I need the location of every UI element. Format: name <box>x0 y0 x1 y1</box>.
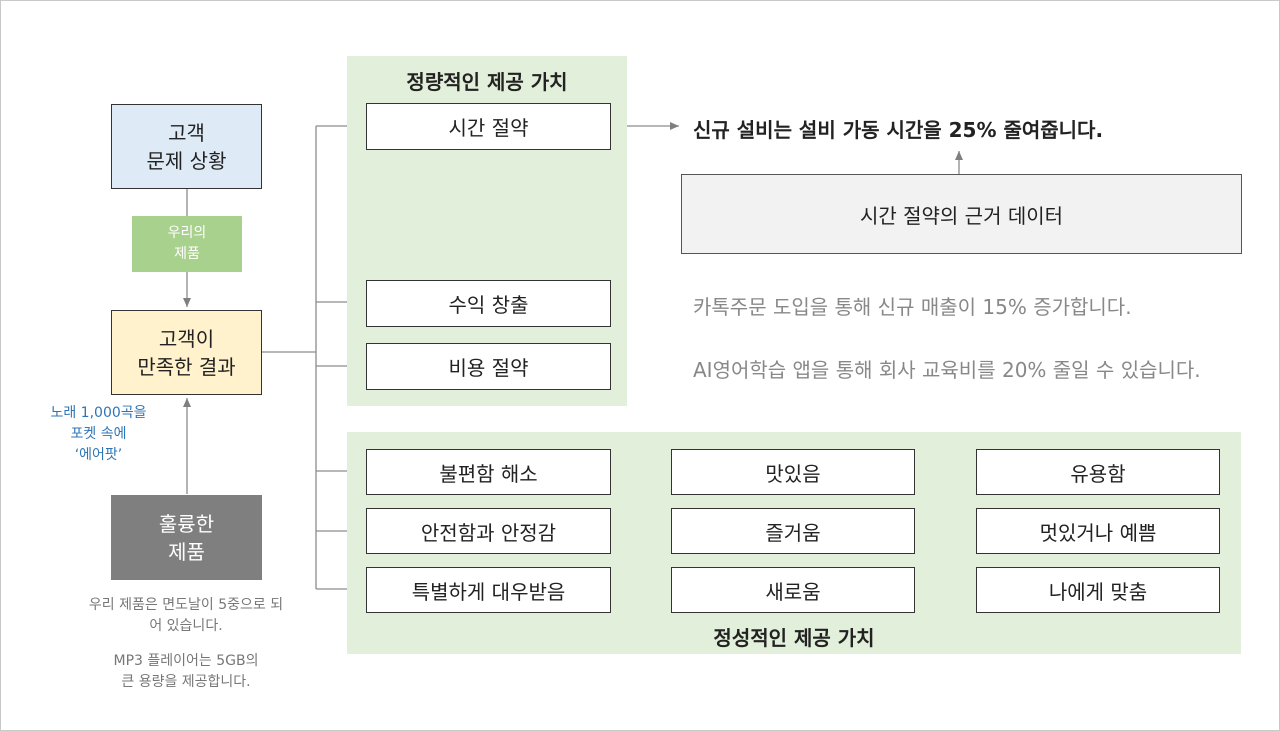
qual-box-stylish: 멋있거나 예쁨 <box>976 508 1220 554</box>
satisfied-result-label: 고객이 만족한 결과 <box>137 326 236 379</box>
evidence-label: 시간 절약의 근거 데이터 <box>859 203 1064 228</box>
qual-box-special: 특별하게 대우받음 <box>366 567 611 613</box>
qual-box-safety: 안전함과 안정감 <box>366 508 611 554</box>
qual-label: 특별하게 대우받음 <box>411 579 566 604</box>
our-product-box: 우리의 제품 <box>132 216 242 272</box>
mp3-note: MP3 플레이어는 5GB의 큰 용량을 제공합니다. <box>113 653 259 690</box>
time-statement: 신규 설비는 설비 가동 시간을 25% 줄여줍니다. <box>693 118 1104 142</box>
qual-label: 불편함 해소 <box>439 461 538 486</box>
customer-problem-box: 고객 문제 상황 <box>111 104 262 189</box>
qual-label: 안전함과 안정감 <box>420 520 557 545</box>
evidence-box: 시간 절약의 근거 데이터 <box>681 174 1242 254</box>
customer-problem-label: 고객 문제 상황 <box>146 120 227 173</box>
qual-label: 유용함 <box>1070 461 1126 486</box>
qual-box-useful: 유용함 <box>976 449 1220 495</box>
qualitative-title: 정성적인 제공 가치 <box>713 626 875 650</box>
satisfied-result-box: 고객이 만족한 결과 <box>111 310 262 395</box>
revenue-label: 수익 창출 <box>448 293 529 317</box>
time-saving-label: 시간 절약 <box>448 116 529 140</box>
qual-label: 새로움 <box>765 579 821 604</box>
great-product-label: 훌륭한 제품 <box>158 511 215 564</box>
qual-label: 나에게 맞춤 <box>1048 579 1148 604</box>
qual-label: 즐거움 <box>765 520 821 545</box>
razor-note: 우리 제품은 면도날이 5중으로 되 어 있습니다. <box>88 597 284 634</box>
qual-box-fun: 즐거움 <box>671 508 915 554</box>
our-product-label: 우리의 제품 <box>167 225 207 262</box>
airpod-annotation: 노래 1,000곡을 포켓 속에 ‘에어팟’ <box>50 405 147 463</box>
time-saving-box: 시간 절약 <box>366 103 611 150</box>
cost-saving-box: 비용 절약 <box>366 343 611 390</box>
cost-statement: AI영어학습 앱을 통해 회사 교육비를 20% 줄일 수 있습니다. <box>693 358 1201 382</box>
qual-box-tasty: 맛있음 <box>671 449 915 495</box>
qual-label: 멋있거나 예쁨 <box>1039 520 1157 545</box>
qual-box-personalized: 나에게 맞춤 <box>976 567 1220 613</box>
revenue-box: 수익 창출 <box>366 280 611 327</box>
great-product-box: 훌륭한 제품 <box>111 495 262 580</box>
quantitative-title: 정량적인 제공 가치 <box>406 70 568 94</box>
qual-box-new: 새로움 <box>671 567 915 613</box>
qual-box-inconvenience: 불편함 해소 <box>366 449 611 495</box>
revenue-statement: 카톡주문 도입을 통해 신규 매출이 15% 증가합니다. <box>693 295 1132 319</box>
qual-label: 맛있음 <box>765 461 821 486</box>
cost-saving-label: 비용 절약 <box>448 356 529 380</box>
